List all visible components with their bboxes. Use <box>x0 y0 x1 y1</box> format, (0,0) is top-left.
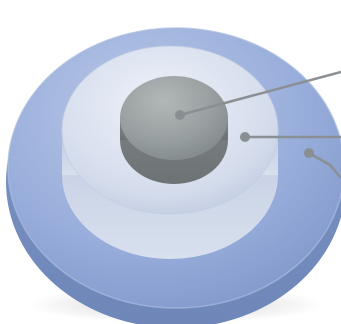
callout-dot-outer <box>304 148 314 158</box>
inner-core-layer <box>120 76 228 184</box>
callout-dot-core <box>175 110 185 120</box>
callout-dot-middle <box>240 132 250 142</box>
